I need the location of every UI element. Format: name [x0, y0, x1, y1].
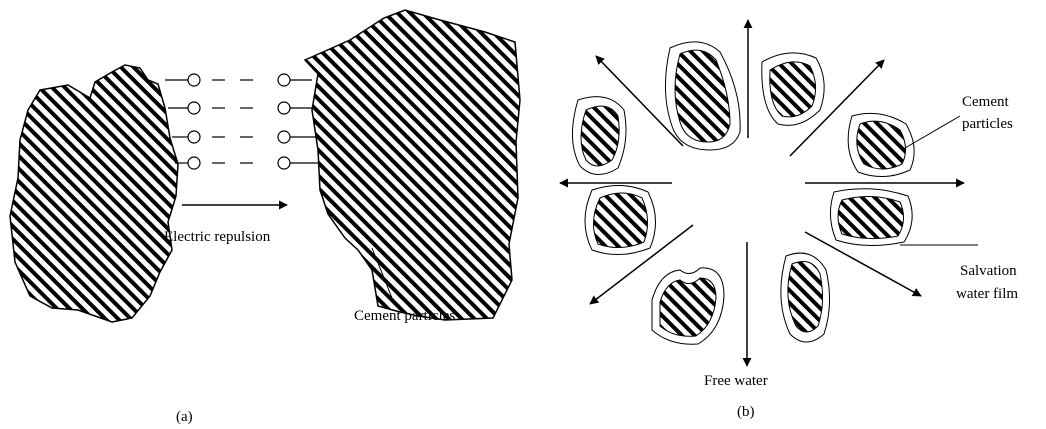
- solvated-particle: [848, 113, 914, 176]
- free-water-label: Free water: [704, 373, 768, 389]
- panel-a: Electric repulsion Cement particles (a): [10, 10, 520, 425]
- solvated-particle: [830, 189, 912, 246]
- repulsion-dashes: [212, 80, 253, 163]
- solvated-particle: [652, 268, 724, 344]
- particle-label-b-line1: Cement: [962, 94, 1009, 110]
- caption-b: (b): [737, 404, 755, 420]
- right-adsorbed-molecules: [278, 74, 318, 169]
- film-label-line1: Salvation: [960, 263, 1017, 279]
- film-label-line2: water film: [956, 286, 1018, 302]
- right-cement-particle: [305, 10, 520, 320]
- solvated-particle: [781, 253, 830, 342]
- solvated-particle: [585, 185, 656, 254]
- repulsion-label: Electric repulsion: [164, 229, 271, 245]
- panel-b: Cement particles Salvation water film Fr…: [560, 20, 1018, 420]
- particle-leader-line-b: [905, 116, 960, 148]
- particle-label-a: Cement particles: [354, 308, 455, 324]
- solvated-particle: [572, 97, 626, 175]
- particle-label-b-line2: particles: [962, 116, 1013, 132]
- left-cement-particle: [10, 65, 178, 322]
- solvated-particle: [665, 42, 740, 150]
- caption-a: (a): [176, 409, 193, 425]
- solvated-particle: [762, 53, 824, 126]
